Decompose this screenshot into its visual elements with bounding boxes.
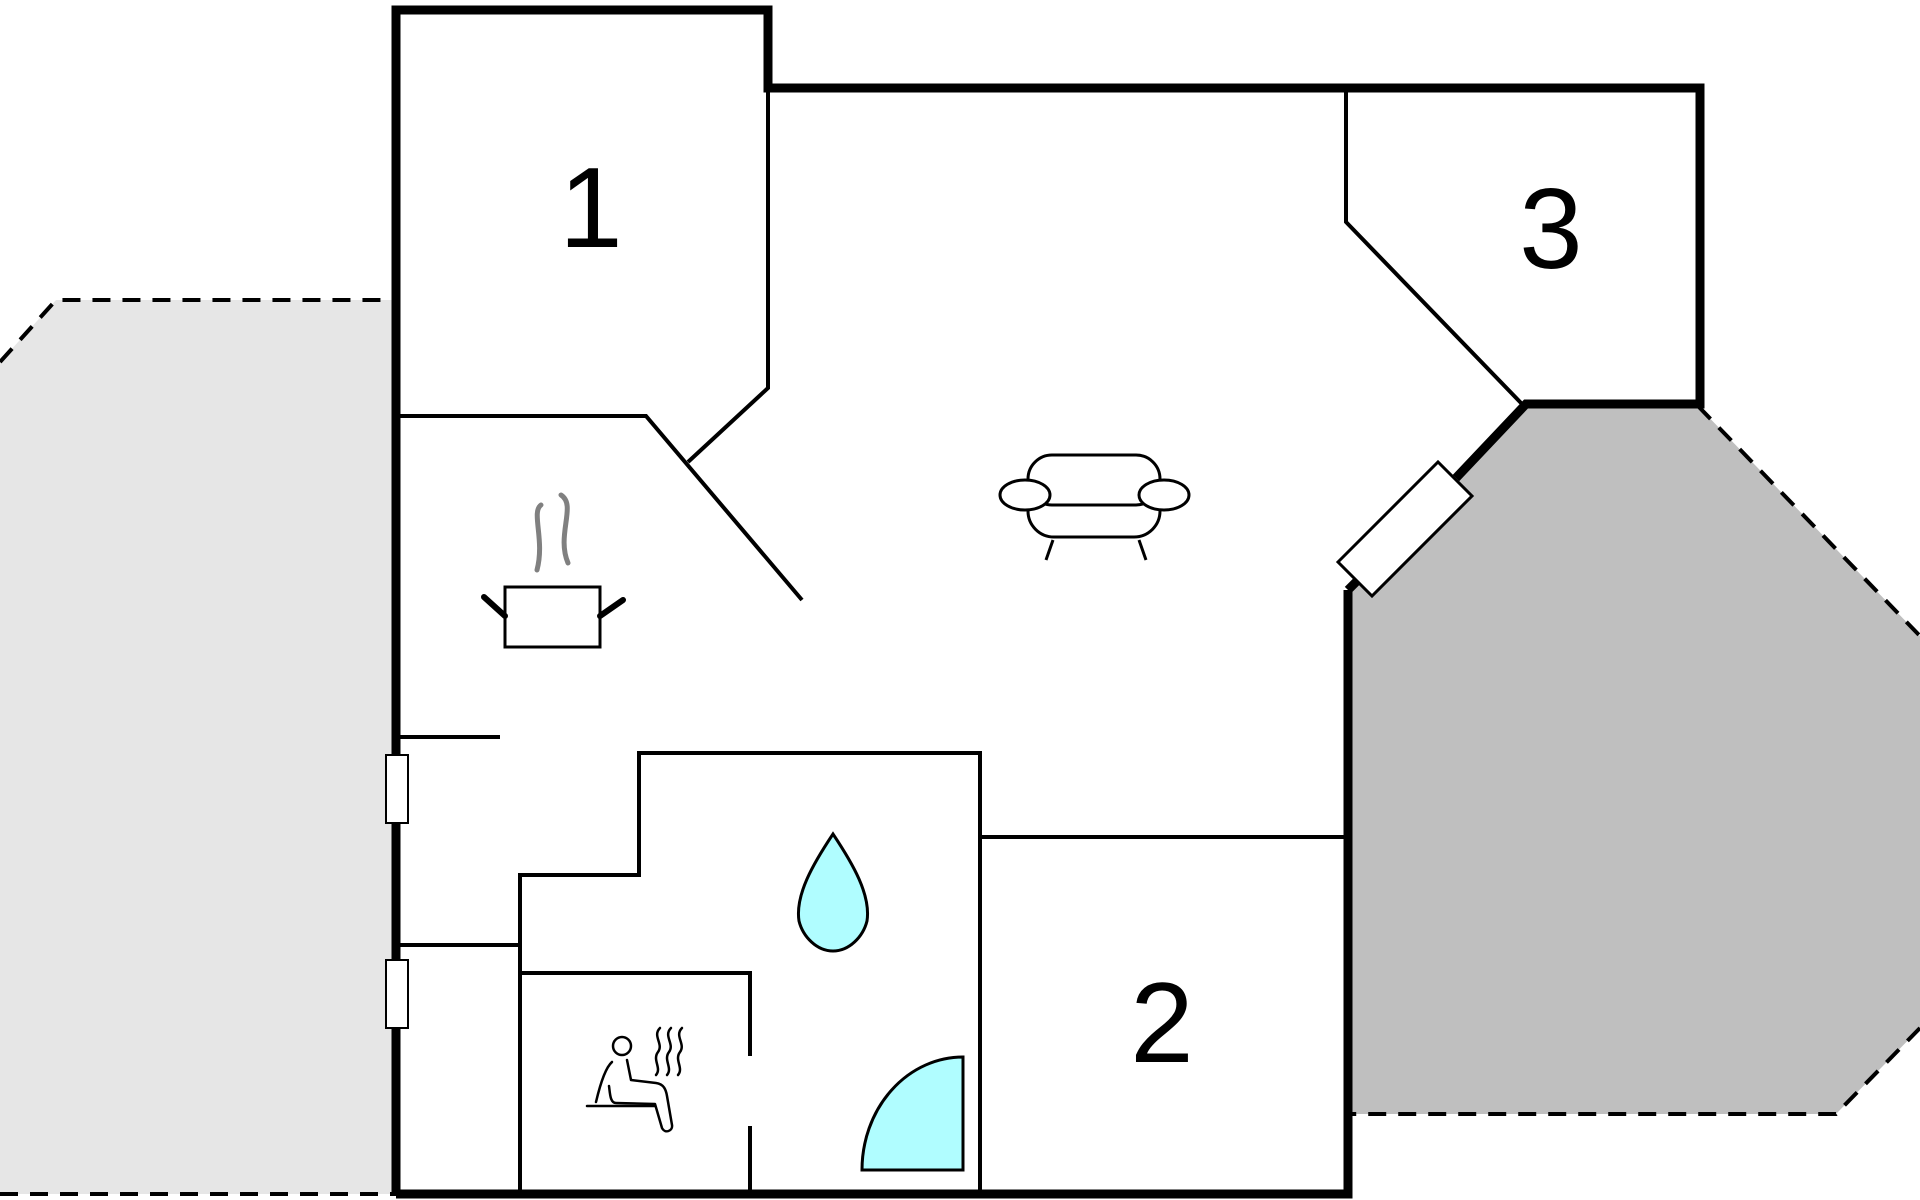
sauna-icon — [585, 1026, 684, 1133]
room-label-2: 2 — [1130, 960, 1193, 1087]
room-label-1: 1 — [559, 145, 622, 272]
shower-icon — [860, 1055, 965, 1172]
window — [385, 959, 409, 1029]
water-drop-icon — [796, 831, 870, 953]
terrace-left — [0, 298, 396, 1196]
interior-walls — [400, 88, 1524, 1192]
terrace-door — [1335, 459, 1475, 599]
window — [385, 754, 409, 824]
sofa-icon — [998, 453, 1191, 561]
terrace-right — [1350, 404, 1920, 1116]
kitchen-pot-icon — [481, 492, 626, 649]
room-label-3: 3 — [1519, 166, 1582, 293]
